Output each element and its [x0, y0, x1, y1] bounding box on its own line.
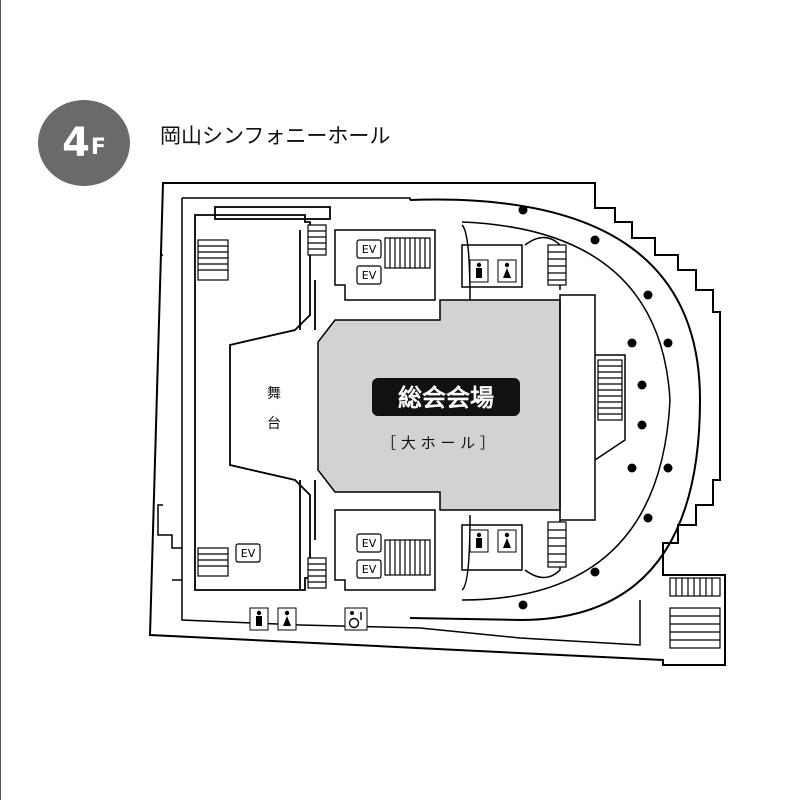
floor-unit: F [90, 135, 106, 160]
ev-label: EV [362, 269, 377, 282]
female-restroom-icon [497, 259, 517, 283]
stage-label-1: 舞 [267, 386, 281, 402]
stage-left-stairs [197, 224, 327, 589]
right-stairs [597, 359, 623, 421]
female-restroom-icon [277, 607, 297, 631]
side-balcony [594, 354, 626, 461]
hall-label-bg [372, 378, 520, 416]
lower-curve [461, 514, 561, 591]
columns [518, 205, 673, 610]
upper-service-block [334, 229, 436, 301]
female-restroom-icon [497, 529, 517, 553]
accessible-restroom-icon [344, 607, 368, 631]
ev-label: EV [362, 563, 377, 576]
left-notches [157, 254, 182, 581]
restroom-icons [249, 259, 517, 631]
upper-stairs [384, 237, 567, 286]
outer-wall [148, 182, 726, 666]
lower-service-block [334, 509, 436, 591]
hall-label: 総会会場 [398, 384, 494, 412]
rear-block [559, 294, 596, 521]
male-restroom-icon [469, 259, 489, 283]
auditorium-curve [409, 198, 702, 622]
ev-label: EV [362, 243, 377, 256]
upper-restroom-block [461, 244, 523, 288]
page-left-border [0, 0, 1, 800]
venue-name: 岡山シンフォニーホール [160, 124, 391, 148]
stage-outline [194, 214, 311, 591]
stage-top-wall [214, 206, 331, 220]
floor-badge: 4 F [38, 100, 130, 186]
elevator-icon [235, 239, 382, 579]
ev-label: EV [362, 537, 377, 550]
auditorium-curve-inner [461, 221, 671, 601]
hall-sublabel: ［ 大 ホ ー ル ］ [381, 434, 495, 452]
floor-number: 4 [62, 120, 90, 166]
lower-stairs [384, 521, 567, 576]
stage-label-2: 台 [267, 416, 281, 432]
corner-stairs [669, 577, 721, 649]
lower-restroom-block [461, 524, 523, 571]
male-restroom-icon [249, 607, 269, 631]
ev-label: EV [241, 547, 256, 560]
male-restroom-icon [469, 529, 489, 553]
proscenium [299, 230, 316, 590]
